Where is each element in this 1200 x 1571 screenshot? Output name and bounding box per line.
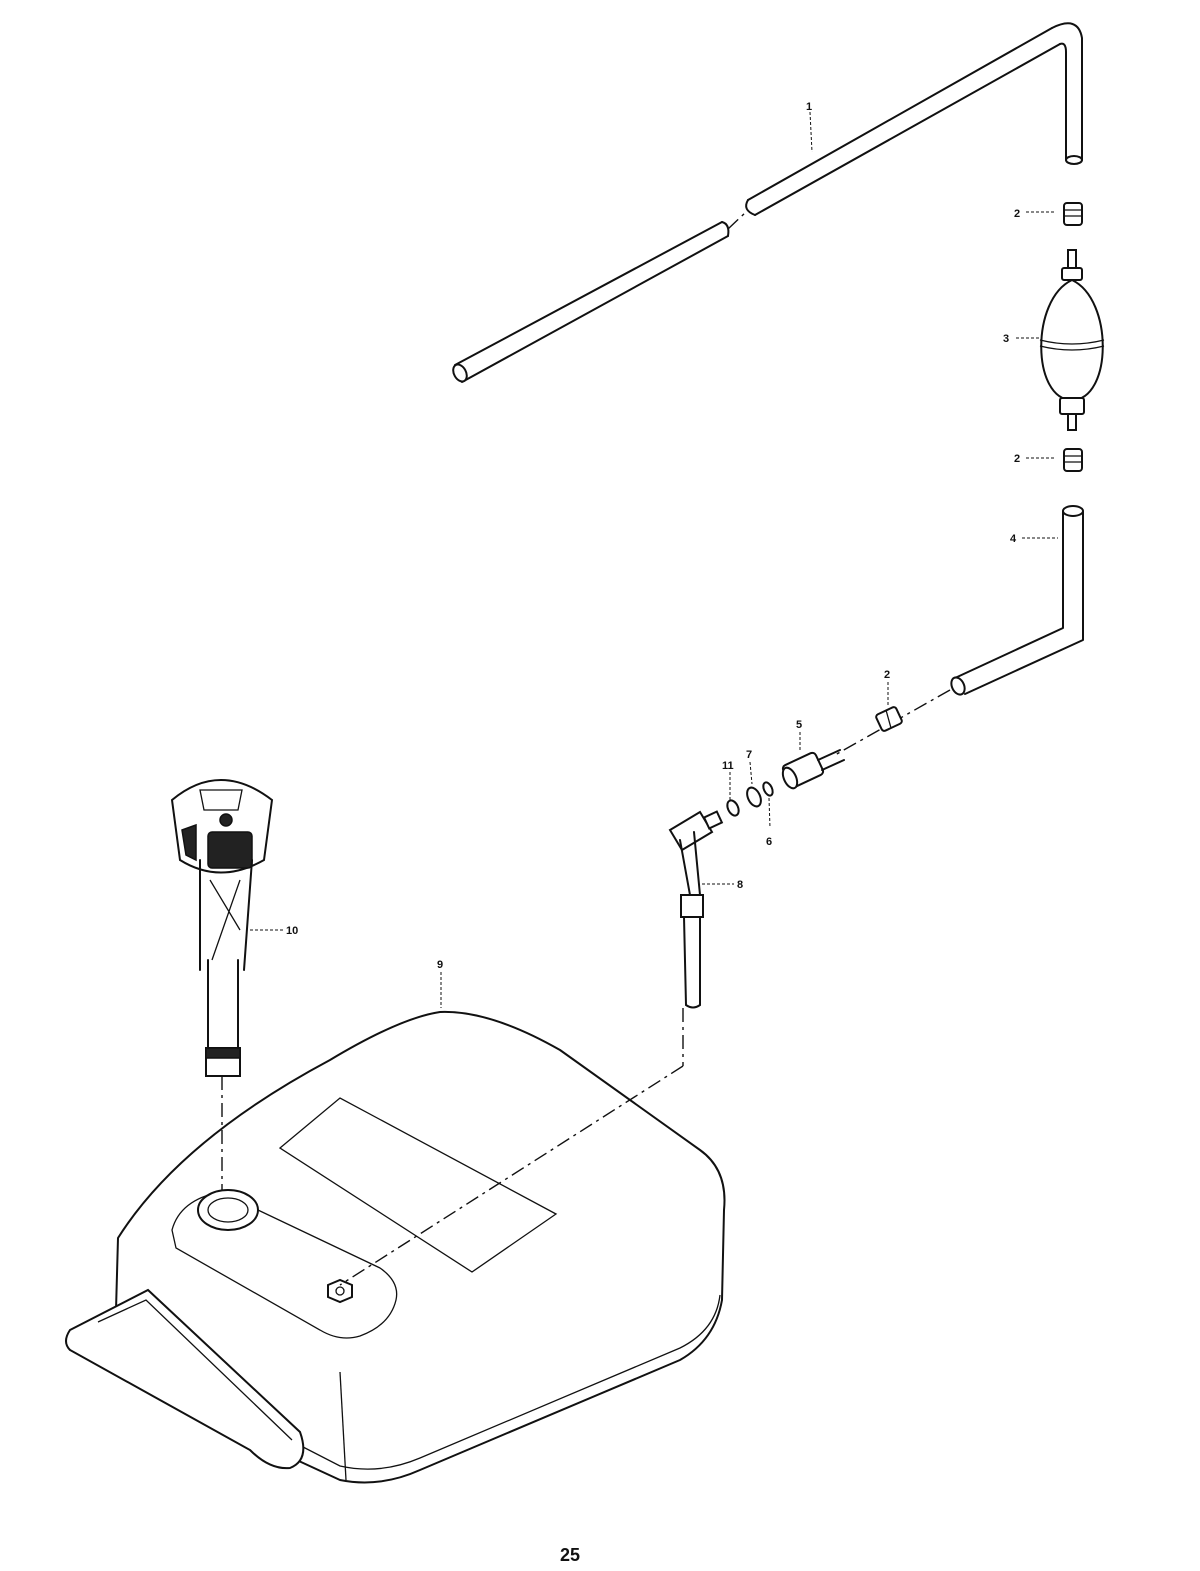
quick-connector <box>781 749 845 790</box>
lower-fuel-hose <box>950 505 1084 696</box>
callout-1: 1 <box>806 101 812 113</box>
callout-2-top: 2 <box>1014 208 1020 220</box>
hose-fitting-mid <box>1063 448 1083 472</box>
primer-bulb <box>1039 249 1105 431</box>
upper-fuel-hose <box>452 22 1083 383</box>
callout-5: 5 <box>796 719 802 731</box>
callout-2-mid: 2 <box>1014 453 1020 465</box>
o-ring-7 <box>746 786 762 808</box>
callout-2-low: 2 <box>884 669 890 681</box>
hose-fitting-low <box>875 706 903 732</box>
callout-3: 3 <box>1003 333 1009 345</box>
fuel-gauge <box>170 779 274 1077</box>
callout-8: 8 <box>737 879 743 891</box>
washer-11 <box>726 799 740 817</box>
callout-6: 6 <box>766 836 772 848</box>
o-ring-6 <box>762 781 774 797</box>
page-number: 25 <box>560 1545 581 1565</box>
callout-11: 11 <box>722 760 734 772</box>
pickup-tube <box>668 810 724 1009</box>
callout-10: 10 <box>286 925 298 937</box>
fuel-tank <box>65 1010 726 1484</box>
callout-9: 9 <box>437 959 443 971</box>
callout-4: 4 <box>1010 533 1017 545</box>
hose-fitting-top <box>1063 202 1083 226</box>
callout-7: 7 <box>746 749 752 761</box>
